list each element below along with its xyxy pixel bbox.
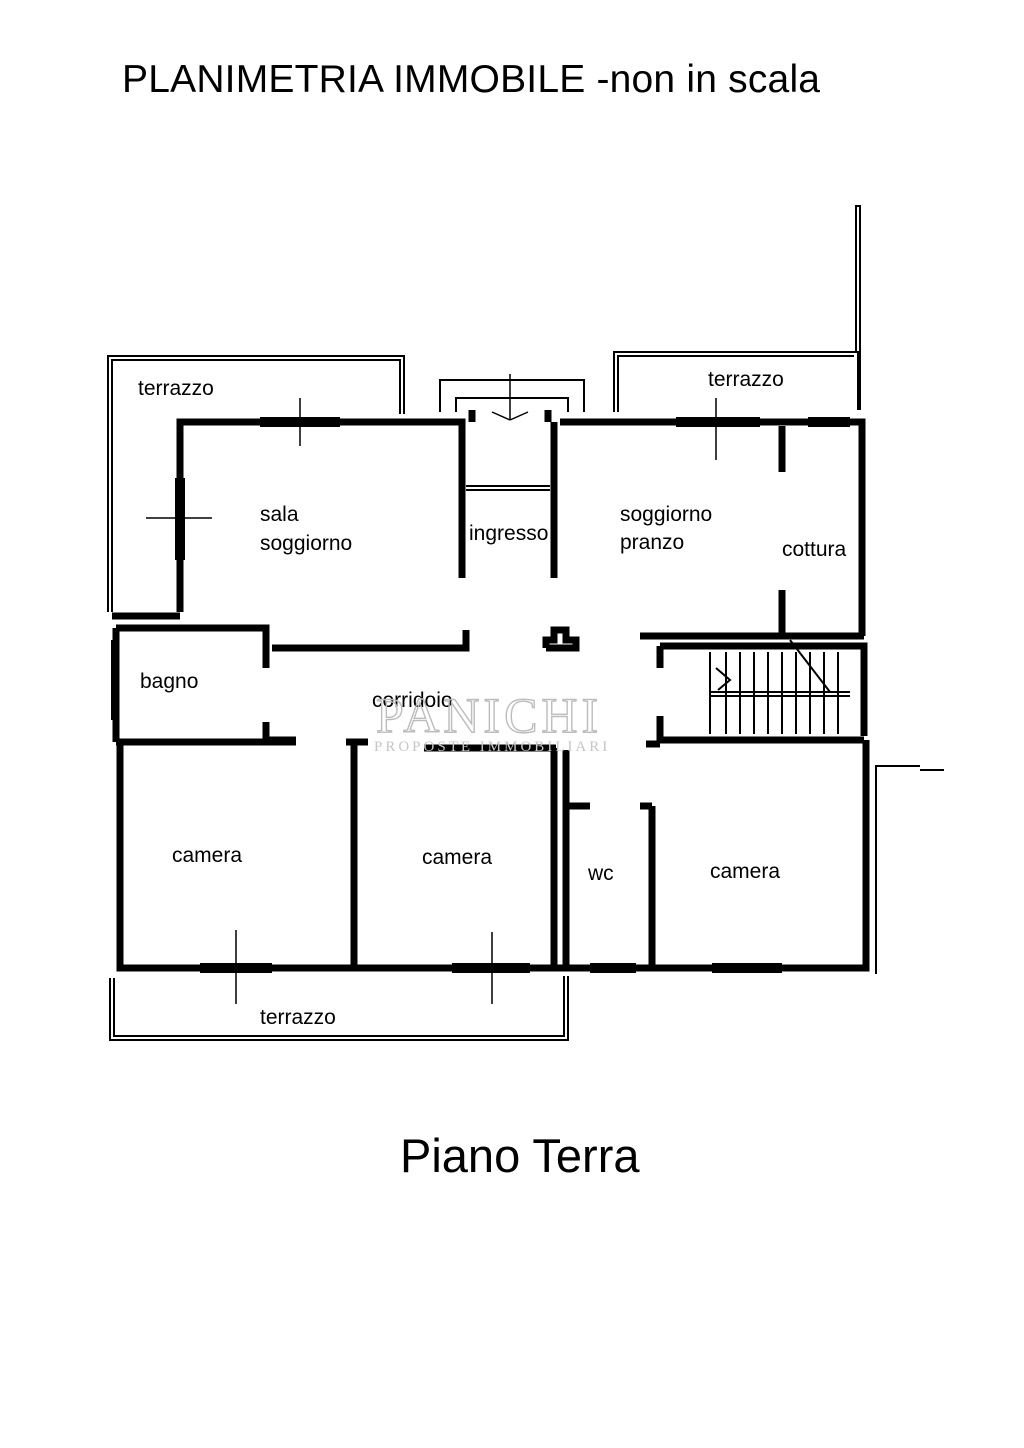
label-soggiorno-pranzo-2: pranzo <box>620 531 684 554</box>
label-bagno: bagno <box>140 670 198 693</box>
staircase <box>709 639 850 734</box>
room-labels: terrazzo terrazzo terrazzo sala soggiorn… <box>138 368 847 1029</box>
label-corridoio: corridoio <box>372 689 453 712</box>
label-cottura: cottura <box>782 538 847 561</box>
plan-title: PLANIMETRIA IMMOBILE -non in scala <box>122 58 821 101</box>
label-camera-3: camera <box>710 860 780 883</box>
label-ingresso: ingresso <box>469 522 548 545</box>
window-ticks <box>146 374 717 1004</box>
watermark-tagline: PROPOSTE IMMOBILIARI <box>374 739 610 755</box>
label-camera-2: camera <box>422 846 492 869</box>
label-terrazzo-nw: terrazzo <box>138 377 214 400</box>
label-soggiorno-pranzo-1: soggiorno <box>620 503 712 526</box>
label-terrazzo-ne: terrazzo <box>708 368 784 391</box>
watermark: PANICHI PROPOSTE IMMOBILIARI <box>374 686 610 755</box>
label-terrazzo-s: terrazzo <box>260 1006 336 1029</box>
watermark-brand: PANICHI <box>376 687 602 743</box>
label-camera-1: camera <box>172 844 242 867</box>
walls <box>112 410 870 972</box>
label-sala: sala <box>260 503 299 526</box>
label-soggiorno: soggiorno <box>260 532 352 555</box>
label-wc: wc <box>587 862 614 885</box>
terrace-outlines <box>107 205 944 1041</box>
floor-label: Piano Terra <box>400 1129 640 1182</box>
